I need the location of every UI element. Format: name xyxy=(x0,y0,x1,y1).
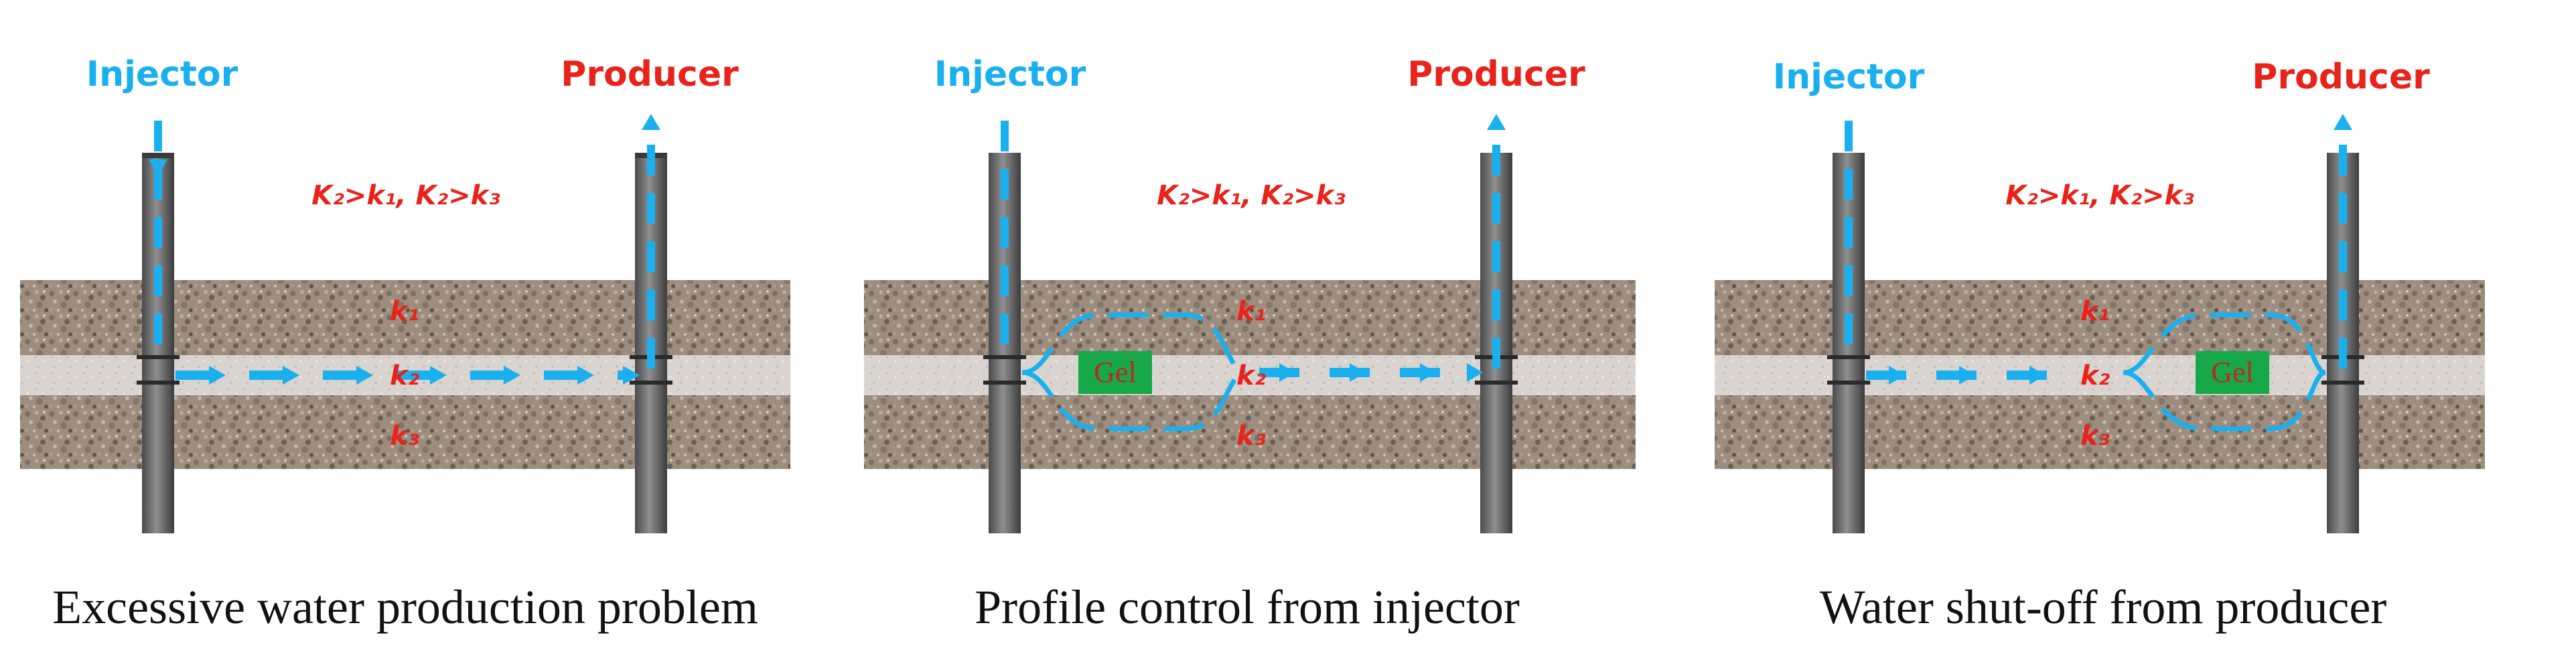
panel-caption: Profile control from injector xyxy=(975,580,1520,634)
flow-arrows-diverted xyxy=(1021,312,1483,431)
injector-well xyxy=(983,121,1026,533)
flow-arrows-k2 xyxy=(175,366,640,385)
panel-water-shutoff: Gel Injector Producer K₂>k₁, K₂>k₃ k₁ k₂… xyxy=(1715,57,2485,634)
producer-label: Producer xyxy=(1407,54,1585,94)
gel-label: Gel xyxy=(2211,356,2254,389)
layer-k3-label: k₃ xyxy=(2080,421,2110,452)
producer-well xyxy=(1475,114,1518,533)
injector-label: Injector xyxy=(1773,57,1925,97)
producer-well xyxy=(630,114,672,533)
layer-k1-label: k₁ xyxy=(1236,296,1266,327)
permeability-ratio: K₂>k₁, K₂>k₃ xyxy=(311,180,500,211)
injector-label: Injector xyxy=(86,54,238,94)
layer-k2-label: k₂ xyxy=(390,360,420,391)
panel-caption: Excessive water production problem xyxy=(52,580,758,634)
flow-arrows-diverted xyxy=(1866,312,2326,431)
injector-well xyxy=(1827,121,1870,533)
permeability-ratio: K₂>k₁, K₂>k₃ xyxy=(1157,180,1346,211)
gel-block xyxy=(1078,351,1152,394)
layer-k2-label: k₂ xyxy=(1236,360,1267,391)
panel-profile-control: Gel Injector Producer K₂>k₁, K₂>k₃ k₁ k₂… xyxy=(864,54,1636,634)
layer-k2-label: k₂ xyxy=(2080,360,2110,391)
producer-label: Producer xyxy=(561,54,739,94)
gel-block xyxy=(2196,351,2269,394)
panel-caption: Water shut-off from producer xyxy=(1820,580,2387,634)
producer-label: Producer xyxy=(2252,57,2430,97)
layer-k3-label: k₃ xyxy=(390,421,420,452)
permeability-ratio: K₂>k₁, K₂>k₃ xyxy=(2005,180,2194,211)
producer-well xyxy=(2321,114,2364,533)
layer-k1-label: k₁ xyxy=(2080,296,2110,327)
panel-excessive-water: Injector Producer K₂>k₁, K₂>k₃ k₁ k₂ k₃ … xyxy=(20,54,790,634)
layer-k1-label: k₁ xyxy=(390,296,419,327)
injector-label: Injector xyxy=(934,54,1086,94)
injector-well xyxy=(137,121,180,533)
layer-k3-label: k₃ xyxy=(1236,421,1267,452)
gel-label: Gel xyxy=(1094,356,1137,389)
